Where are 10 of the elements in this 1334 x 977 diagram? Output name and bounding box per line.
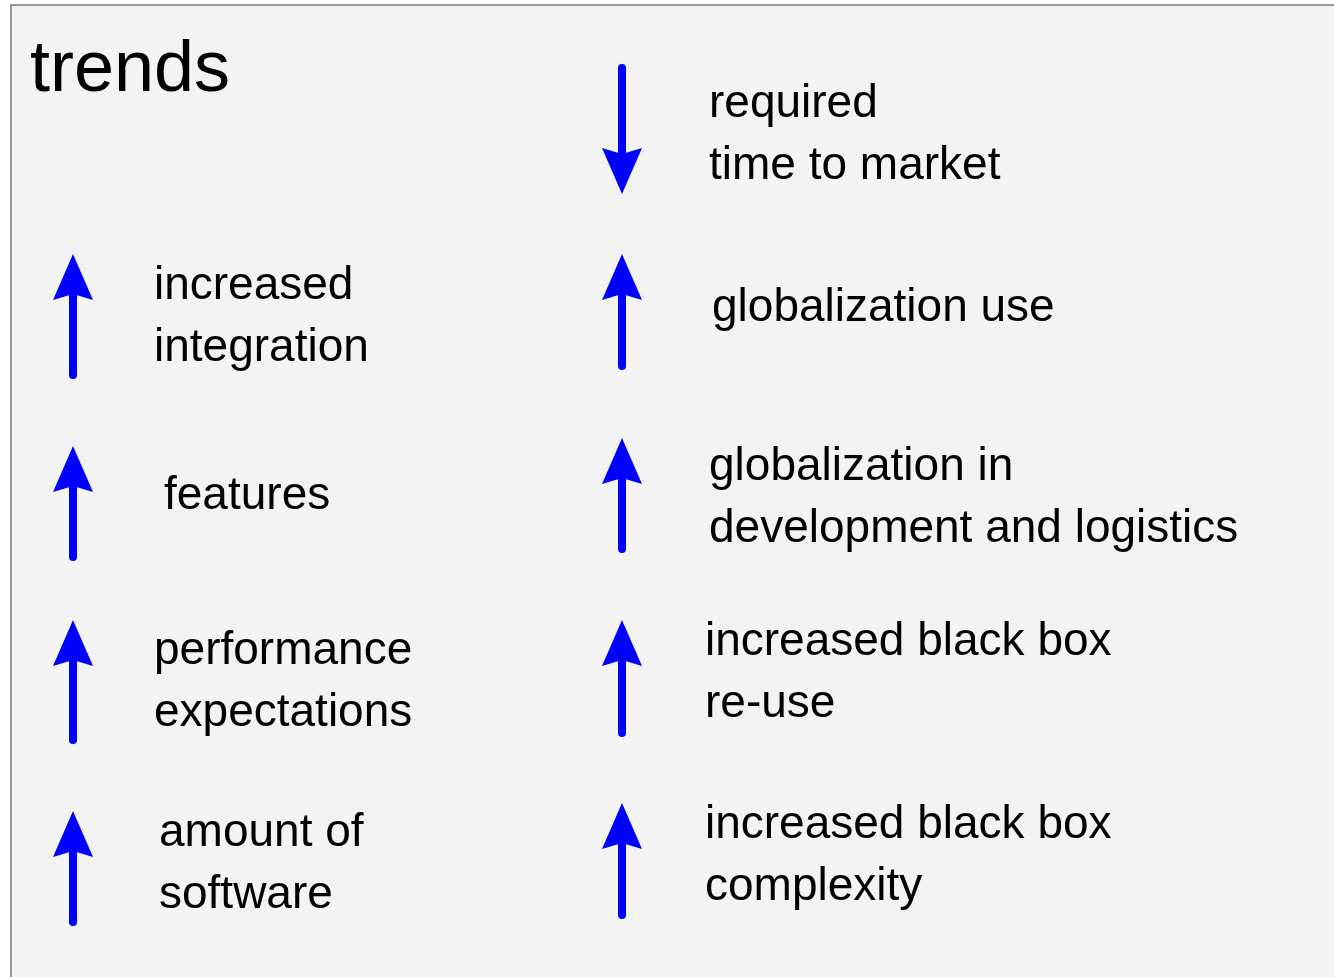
trend-label: amount of software (159, 803, 364, 920)
trend-label: performance expectations (154, 621, 413, 738)
trend-label: globalization in development and logistics (709, 437, 1239, 554)
panel-title: trends (30, 26, 231, 106)
trend-label: features (164, 466, 331, 521)
trend-label: increased black box complexity (705, 795, 1112, 912)
trend-label: increased integration (154, 256, 369, 373)
trend-label: increased black box re-use (705, 612, 1112, 729)
trend-label: globalization use (712, 278, 1055, 333)
trend-label: required time to market (709, 74, 1001, 191)
